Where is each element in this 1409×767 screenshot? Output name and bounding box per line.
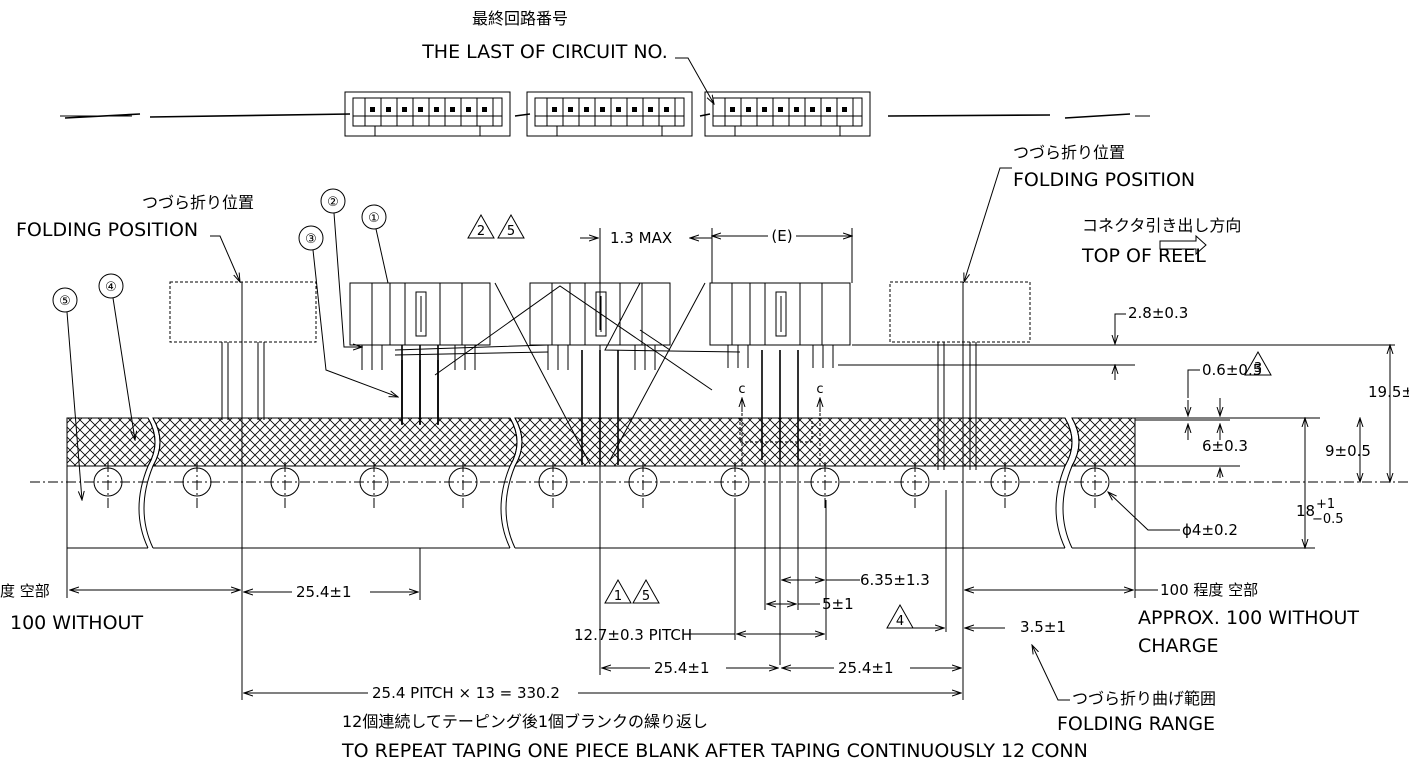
svg-text:6.35±1.3: 6.35±1.3 [860, 571, 930, 589]
revision-mark-2-icon: 2 [467, 213, 495, 239]
folding-left-en: FOLDING POSITION [16, 219, 198, 241]
svg-text:100 程度 空部: 100 程度 空部 [1160, 581, 1258, 599]
svg-text:1.3 MAX: 1.3 MAX [610, 229, 672, 247]
revision-mark-1-icon: 1 [614, 589, 622, 604]
svg-text:19.5±: 19.5± [1368, 383, 1409, 401]
section-marks: c c [738, 382, 824, 470]
svg-text:9±0.5: 9±0.5 [1325, 442, 1371, 460]
svg-text:5±1: 5±1 [822, 595, 854, 613]
folding-right-jp: つづら折り位置 [1013, 143, 1125, 162]
svg-text:2: 2 [477, 224, 485, 239]
svg-text:ϕ4±0.2: ϕ4±0.2 [1182, 521, 1238, 539]
balloon-1: ① [361, 204, 389, 284]
revision-mark-3-icon: 3 [1254, 361, 1262, 376]
svg-text:CHARGE: CHARGE [1138, 635, 1218, 657]
svg-text:−0.5: −0.5 [1312, 512, 1344, 527]
sprocket-holes [93, 462, 1110, 508]
svg-text:(E): (E) [771, 227, 792, 245]
revision-mark-5-icon: 5 [497, 213, 525, 239]
dim-left-gap: 度 空部 100 WITHOUT [0, 282, 243, 700]
bottom-note-en: TO REPEAT TAPING ONE PIECE BLANK AFTER T… [341, 740, 1088, 762]
svg-text:APPROX. 100 WITHOUT: APPROX. 100 WITHOUT [1138, 607, 1359, 629]
connector-side-1 [349, 282, 549, 425]
svg-text:⑤: ⑤ [59, 294, 71, 309]
last-circuit-jp: 最終回路番号 [472, 9, 568, 28]
carrier-tape: c c [30, 382, 1409, 549]
folding-left-leader [210, 235, 240, 282]
dim-19-5: 19.5± [1368, 345, 1409, 482]
svg-text:+1: +1 [1316, 497, 1335, 512]
svg-text:FOLDING RANGE: FOLDING RANGE [1057, 713, 1215, 735]
svg-text:③: ③ [305, 232, 317, 247]
svg-text:18: 18 [1296, 502, 1315, 520]
dim-18: 18 +1 −0.5 [1135, 418, 1344, 548]
top-connector-2 [526, 91, 693, 137]
svg-text:④: ④ [105, 280, 117, 295]
dim-pitch-12-7: 12.7±0.3 PITCH 1 5 [574, 500, 824, 644]
folding-block-left [169, 281, 317, 420]
reel-direction-arrow-icon [1159, 234, 1207, 256]
section-c-right: c [816, 382, 823, 397]
svg-text:5: 5 [507, 224, 515, 239]
folding-range-label: つづら折り曲げ範囲 FOLDING RANGE [1032, 645, 1216, 735]
svg-text:25.4 PITCH × 13 = 330.2: 25.4 PITCH × 13 = 330.2 [372, 684, 560, 702]
dim-hole: ϕ4±0.2 [1108, 492, 1238, 539]
svg-text:12.7±0.3 PITCH: 12.7±0.3 PITCH [574, 626, 692, 644]
folding-right-leader [964, 167, 1012, 282]
last-circuit-leader [675, 57, 714, 104]
top-wires [60, 113, 1150, 119]
reel-jp: コネクタ引き出し方向 [1082, 216, 1241, 235]
dim-right-gap: 100 程度 空部 APPROX. 100 WITHOUT CHARGE [965, 548, 1359, 657]
top-connector-3 [704, 91, 871, 137]
svg-text:②: ② [327, 195, 339, 210]
folding-block-right [889, 281, 1031, 470]
top-connector-1 [344, 91, 511, 137]
balloon-5: ⑤ [52, 287, 82, 500]
dim-0-6: 0.6±0.5 3 [838, 350, 1272, 416]
balloon-4: ④ [98, 273, 135, 440]
svg-text:度 空部: 度 空部 [0, 582, 50, 600]
dim-25-4-pair: 25.4±1 25.4±1 [599, 345, 964, 677]
dim-25-4-left: 25.4±1 [244, 548, 421, 601]
dim-5: 5±1 4 [767, 595, 914, 629]
dim-6-35: 6.35±1.3 [764, 460, 930, 665]
bottom-note-jp: 12個連続してテーピング後1個ブランクの繰り返し [342, 712, 708, 731]
dim-total-pitch: 25.4 PITCH × 13 = 330.2 [244, 683, 961, 702]
svg-text:100 WITHOUT: 100 WITHOUT [10, 612, 143, 634]
revision-mark-4-icon: 4 [896, 614, 904, 629]
balloon-3: ③ [298, 225, 398, 397]
dim-6: 6±0.3 [1135, 419, 1248, 478]
last-circuit-en: THE LAST OF CIRCUIT NO. [421, 41, 668, 63]
dim-2-8: 2.8±0.3 [852, 304, 1395, 346]
dim-9: 9±0.5 [1135, 418, 1371, 482]
svg-text:25.4±1: 25.4±1 [838, 659, 894, 677]
svg-text:25.4±1: 25.4±1 [654, 659, 710, 677]
svg-text:2.8±0.3: 2.8±0.3 [1128, 304, 1188, 322]
dim-1-3-max: 1.3 MAX [580, 228, 712, 330]
folding-right-en: FOLDING POSITION [1013, 169, 1195, 191]
dim-e: (E) [712, 226, 852, 283]
reel-en: TOP OF REEL [1081, 245, 1206, 267]
svg-text:①: ① [368, 211, 380, 226]
svg-text:3.5±1: 3.5±1 [1020, 618, 1066, 636]
section-c-left: c [738, 382, 745, 397]
svg-text:つづら折り曲げ範囲: つづら折り曲げ範囲 [1072, 689, 1216, 708]
dim-fold-gap: 3.5±1 [900, 282, 1066, 700]
top-view: 最終回路番号 THE LAST OF CIRCUIT NO. [60, 9, 1150, 137]
balloon-2: ② [320, 188, 362, 347]
revision-mark-5b-icon: 5 [642, 589, 650, 604]
folding-left-jp: つづら折り位置 [142, 193, 254, 212]
svg-text:25.4±1: 25.4±1 [296, 583, 352, 601]
svg-text:6±0.3: 6±0.3 [1202, 437, 1248, 455]
